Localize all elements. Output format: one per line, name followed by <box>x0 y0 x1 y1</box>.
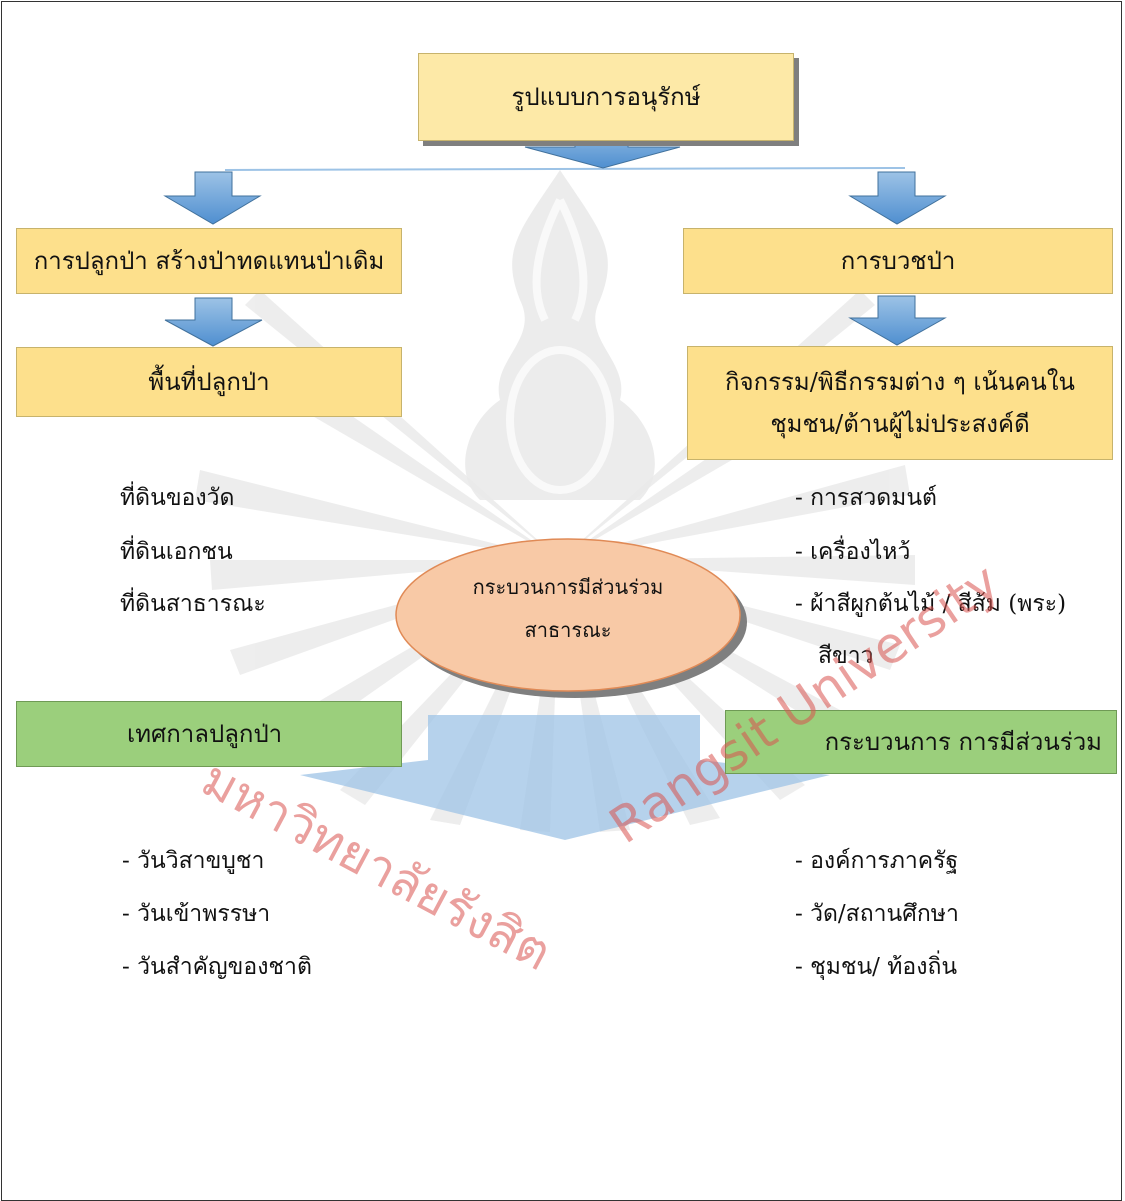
bottom-right-list-item: - ชุมชน/ ท้องถิ่น <box>795 954 958 980</box>
right-list-item: - เครื่องไหว้ <box>795 539 911 565</box>
right-list-item: สีขาว <box>818 643 874 669</box>
center-ellipse-line2: สาธารณะ <box>524 618 612 642</box>
left-list-item: ที่ดินของวัด <box>120 485 235 511</box>
right-sub-box: กิจกรรม/พิธีกรรมต่าง ๆ เน้นคนใน ชุมชน/ต้… <box>687 346 1113 460</box>
right-box: การบวชป่า <box>683 228 1113 294</box>
arrow-down-icon <box>163 171 262 225</box>
right-box-label: การบวชป่า <box>840 247 956 275</box>
center-ellipse <box>395 538 741 692</box>
top-box: รูปแบบการอนุรักษ์ <box>418 53 794 141</box>
watermark-text-layer: มหาวิทยาลัยรังสิต Rangsit University <box>192 552 1009 982</box>
right-list-item: - การสวดมนต์ <box>795 485 937 511</box>
bottom-left-list-item: - วันสำคัญของชาติ <box>122 954 312 980</box>
watermark-thai-text: มหาวิทยาลัยรังสิต <box>192 749 561 982</box>
bottom-right-list-item: - วัด/สถานศึกษา <box>795 901 959 927</box>
diagram-connectors <box>163 122 947 840</box>
left-list-item: ที่ดินเอกชน <box>120 539 233 565</box>
connector-line <box>224 167 906 171</box>
bottom-left-list-item: - วันวิสาขบูชา <box>122 848 265 874</box>
left-box-label: การปลูกป่า สร้างป่าทดแทนป่าเดิม <box>33 247 385 275</box>
left-list-item: ที่ดินสาธารณะ <box>120 591 266 617</box>
bottom-right-box-label: กระบวนการ การมีส่วนร่วม <box>824 728 1102 756</box>
right-sub-box-line1: กิจกรรม/พิธีกรรมต่าง ๆ เน้นคนใน <box>725 368 1075 396</box>
bottom-left-list-item: - วันเข้าพรรษา <box>122 901 271 927</box>
arrow-down-icon <box>848 295 947 346</box>
center-ellipse-text: กระบวนการมีส่วนร่วม สาธารณะ <box>398 566 738 652</box>
right-sub-box-line2: ชุมชน/ต้านผู้ไม่ประสงค์ดี <box>770 410 1030 438</box>
center-ellipse-line1: กระบวนการมีส่วนร่วม <box>472 575 664 599</box>
watermark-english-text: Rangsit University <box>599 552 1009 855</box>
arrow-down-icon <box>164 297 263 347</box>
bottom-right-list-item: - องค์การภาครัฐ <box>795 848 959 874</box>
bottom-right-box: กระบวนการ การมีส่วนร่วม <box>725 710 1117 774</box>
bottom-left-box: เทศกาลปลูกป่า <box>16 701 402 767</box>
bottom-wide-arrow-icon <box>300 715 830 840</box>
left-sub-box-label: พื้นที่ปลูกป่า <box>148 368 270 396</box>
bottom-left-box-label: เทศกาลปลูกป่า <box>127 720 283 748</box>
left-sub-box: พื้นที่ปลูกป่า <box>16 347 402 417</box>
left-box: การปลูกป่า สร้างป่าทดแทนป่าเดิม <box>16 228 402 294</box>
top-box-label: รูปแบบการอนุรักษ์ <box>511 83 701 111</box>
right-list-item: - ผ้าสีผูกต้นไม้ / สีส้ม (พระ) <box>795 591 1067 617</box>
arrow-down-icon <box>848 171 947 225</box>
